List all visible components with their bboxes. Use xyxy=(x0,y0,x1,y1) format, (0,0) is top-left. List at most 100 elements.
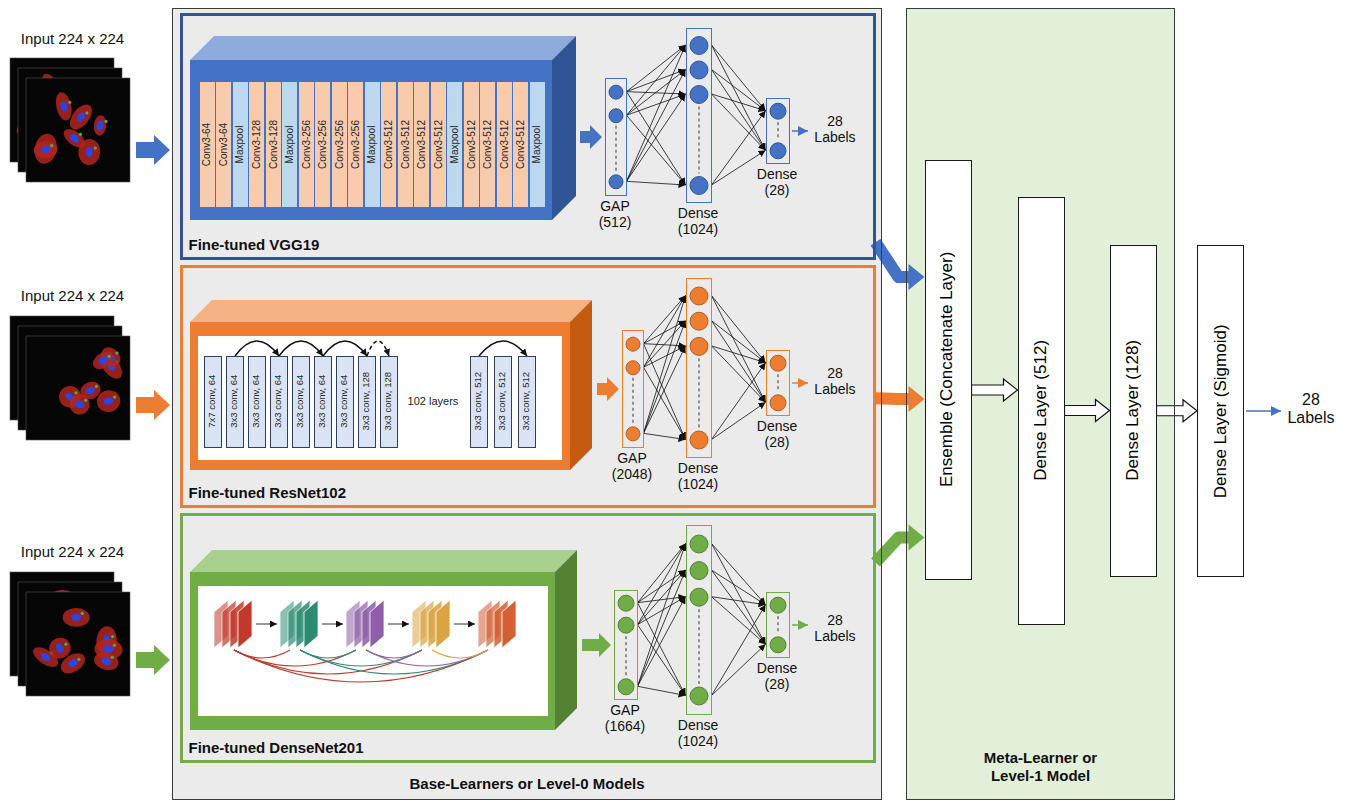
cell-speck xyxy=(50,144,53,147)
output-label: 28 Labels xyxy=(812,612,858,644)
dense-link xyxy=(712,605,766,696)
dense-link xyxy=(638,597,686,687)
layer-name: 3x3 conv, 512 xyxy=(473,372,483,430)
connector xyxy=(876,242,925,290)
neuron xyxy=(690,337,708,355)
output-arrow xyxy=(792,624,808,626)
connector xyxy=(1157,400,1198,422)
group-title: Base-Learners or Level-0 Models xyxy=(409,775,644,793)
connector xyxy=(876,525,925,563)
neuron xyxy=(609,175,623,189)
dense-link xyxy=(712,597,766,645)
transition-arrow xyxy=(322,624,343,625)
block-front xyxy=(190,572,555,730)
dense-link xyxy=(627,70,686,116)
neuron xyxy=(626,361,640,375)
layer-strip: Conv3-128 xyxy=(249,82,264,207)
layer-strip: Maxpool xyxy=(365,82,380,207)
ellipsis-dashes xyxy=(633,378,634,424)
layer-name: 3x3 conv, 512 xyxy=(521,372,531,430)
neuron xyxy=(690,312,708,330)
cell-nucleus xyxy=(68,133,80,145)
neuron xyxy=(618,595,634,611)
cell-body xyxy=(95,388,122,414)
dense-connection xyxy=(432,650,488,658)
feature-arrow xyxy=(582,633,611,657)
label-holder: 28 Labels xyxy=(1284,391,1338,428)
dense-link xyxy=(644,296,686,434)
cell-body xyxy=(66,101,97,134)
layer-box: 3x3 conv, 64 xyxy=(314,356,332,448)
group-panel: Ensemble (Concatenate Layer)Dense Layer … xyxy=(906,8,1175,800)
neuron xyxy=(770,143,786,159)
layer-name: Conv3-512 xyxy=(482,120,493,169)
label-holder: 28 Labels xyxy=(812,113,858,145)
neuron xyxy=(690,287,708,305)
cell-image xyxy=(26,336,130,440)
layer-strip: Conv3-512 xyxy=(381,82,396,207)
layer-strip: Maxpool xyxy=(282,82,297,207)
model-title: Fine-tuned ResNet102 xyxy=(189,484,347,501)
neuron xyxy=(690,588,708,606)
neuron xyxy=(609,109,623,123)
neuron-column: Dense (1024) xyxy=(686,28,712,203)
cell-speck xyxy=(84,399,87,402)
block-inset xyxy=(198,586,548,716)
connector xyxy=(644,296,686,440)
block-front xyxy=(190,322,570,470)
block-top xyxy=(190,550,577,572)
dense-link xyxy=(638,686,686,695)
dense-link xyxy=(644,296,686,368)
layer-box: 3x3 conv, 64 xyxy=(248,356,266,448)
layer-box: 3x3 conv, 64 xyxy=(336,356,354,448)
label-holder: Input 224 x 224 xyxy=(10,30,135,47)
block-side xyxy=(570,300,592,470)
block-side xyxy=(555,550,577,730)
skip-connection xyxy=(479,341,527,356)
feature-map xyxy=(370,600,384,648)
model-title: Fine-tuned VGG19 xyxy=(189,236,320,253)
dense-connection xyxy=(300,650,488,674)
layer-name: Conv3-512 xyxy=(466,120,477,169)
dense-connection xyxy=(234,650,488,682)
dense-link xyxy=(712,45,766,150)
cell-nucleus xyxy=(97,355,109,366)
ellipsis-dashes xyxy=(616,126,617,172)
backbone-block xyxy=(190,550,577,730)
dense-link xyxy=(644,433,686,439)
input-label: Input 224 x 224 xyxy=(10,287,135,304)
neuron-column: Dense (28) xyxy=(766,592,790,658)
cell-nucleus xyxy=(103,397,114,406)
group-panel: Conv3-64Conv3-64MaxpoolConv3-128Conv3-12… xyxy=(172,8,882,800)
connector-head xyxy=(909,386,925,412)
cell-speck xyxy=(111,635,114,638)
cell-speck xyxy=(113,644,116,647)
dense-link xyxy=(638,544,686,687)
layer-name: Conv3-512 xyxy=(499,120,510,169)
layer-strip: Conv3-512 xyxy=(497,82,512,207)
dense-layer-box: Dense Layer (Sigmoid) xyxy=(1197,245,1244,577)
layer-name: 3x3 conv, 64 xyxy=(229,375,239,428)
layer-strip: Maxpool xyxy=(233,82,248,207)
dense-link xyxy=(638,544,686,603)
layer-name: 3x3 conv, 128 xyxy=(361,372,371,430)
layer-count: 102 layers xyxy=(398,395,468,408)
cell-nucleus xyxy=(40,146,50,154)
model-panel: GAP (1664)Dense (1024)Dense (28)Fine-tun… xyxy=(180,513,876,763)
dense-link xyxy=(712,544,766,605)
neuron xyxy=(618,679,634,695)
ellipsis-dashes xyxy=(699,609,700,684)
neuron xyxy=(690,431,708,449)
cell-image xyxy=(26,592,130,696)
layer-name: Dense Layer (128) xyxy=(1124,340,1143,481)
cell-nucleus xyxy=(40,651,52,662)
layer-name: 3x3 conv, 128 xyxy=(383,372,393,430)
column-label: Dense (28) xyxy=(751,418,803,450)
connector-head xyxy=(909,264,925,290)
label-holder: 102 layers xyxy=(398,395,468,408)
connector xyxy=(712,45,766,185)
cell-image xyxy=(26,78,130,182)
dense-link xyxy=(712,296,766,403)
